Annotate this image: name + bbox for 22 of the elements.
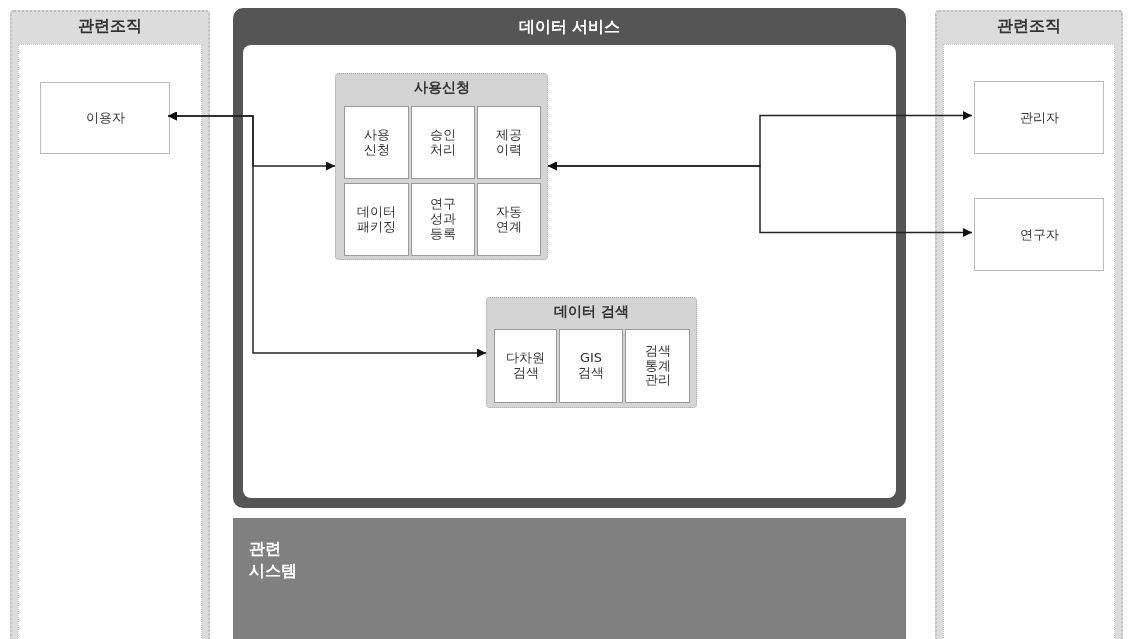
function-box: 연구 성과 등록 [411, 183, 475, 256]
function-box: 승인 처리 [411, 106, 475, 179]
function-box: 제공 이력 [477, 106, 541, 179]
panel-heading: 데이터 서비스 [517, 17, 622, 38]
arrow [547, 161, 973, 237]
function-box: 데이터 패키징 [344, 183, 409, 256]
function-group-box [486, 297, 697, 408]
function-box: 다차원 검색 [494, 329, 557, 403]
actor-box: 관리자 [974, 81, 1104, 154]
panel-heading: 관련조직 [77, 16, 143, 37]
function-box: 사용 신청 [344, 106, 409, 179]
panel-heading: 관련조직 [996, 16, 1062, 37]
function-box: GIS 검색 [559, 329, 623, 403]
function-box: 검색 통계 관리 [625, 329, 690, 403]
function-group-box [335, 73, 548, 260]
actor-box: 연구자 [974, 198, 1104, 271]
group-heading: 사용신청 [412, 79, 471, 97]
system-panel: 관련 시스템 [233, 518, 906, 639]
function-box: 자동 연계 [477, 183, 541, 256]
group-heading: 데이터 검색 [553, 303, 630, 321]
actor-box: 이용자 [40, 82, 170, 154]
arrow [167, 111, 487, 358]
